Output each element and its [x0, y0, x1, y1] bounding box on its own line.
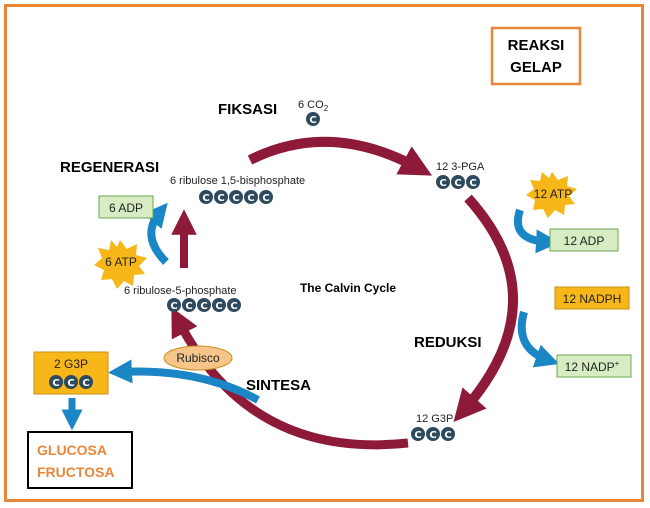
r5p-label: 6 ribulose-5-phosphate — [124, 285, 237, 297]
svg-text:C: C — [82, 378, 89, 389]
atp-12-burst: 12 ATP — [526, 172, 577, 218]
adp-12-box — [549, 228, 619, 252]
g3p-export-arrow — [108, 359, 260, 404]
adp-6-label: 6 ADP — [109, 201, 143, 215]
svg-text:C: C — [170, 301, 177, 312]
phase-fiksasi: FIKSASI — [218, 101, 277, 118]
svg-text:C: C — [439, 178, 446, 189]
svg-text:C: C — [232, 193, 239, 204]
pga-label: 12 3-PGA — [436, 161, 485, 173]
product-glucosa: GLUCOSA — [37, 442, 107, 458]
fixation-arrow — [247, 136, 433, 176]
svg-text:C: C — [454, 178, 461, 189]
co2-label: 6 CO2 — [298, 99, 329, 113]
g3p-bottom-carbon-chain: C C C — [411, 427, 455, 441]
phase-regenerasi: REGENERASI — [60, 159, 159, 176]
rubisco-label: Rubisco — [176, 351, 220, 365]
product-fructosa: FRUCTOSA — [37, 464, 115, 480]
phase-reduksi: REDUKSI — [414, 334, 482, 351]
rubp-carbon-chain: C C C C C — [199, 190, 273, 204]
co2-carbon: C — [306, 112, 320, 126]
svg-text:C: C — [215, 301, 222, 312]
title-box — [490, 26, 582, 86]
svg-text:C: C — [230, 301, 237, 312]
products-box — [27, 431, 133, 489]
nadph-12-box — [554, 286, 630, 310]
atp-6-burst: 6 ATP — [94, 240, 147, 289]
nadp-12-box — [556, 354, 632, 378]
svg-text:C: C — [52, 378, 59, 389]
svg-text:C: C — [309, 115, 316, 126]
atp-to-adp-arrow — [514, 208, 560, 254]
svg-text:C: C — [217, 193, 224, 204]
phase-sintesa: SINTESA — [246, 377, 311, 394]
nadph-12-label: 12 NADPH — [563, 292, 622, 306]
atp-6-label: 6 ATP — [105, 255, 137, 269]
g3p-out-carbon-chain: C C C — [49, 375, 93, 389]
rubp-label: 6 ribulose 1,5-bisphosphate — [170, 175, 305, 187]
svg-text:C: C — [202, 193, 209, 204]
r5p-carbon-chain: C C C C C — [167, 298, 241, 312]
g3p-out-label: 2 G3P — [54, 357, 88, 371]
svg-text:C: C — [414, 430, 421, 441]
nadph-to-nadp-arrow — [517, 310, 560, 368]
rubisco-enzyme — [163, 345, 233, 371]
svg-text:C: C — [429, 430, 436, 441]
adp-12-label: 12 ADP — [564, 234, 605, 248]
diagram-frame — [4, 4, 644, 502]
svg-text:C: C — [444, 430, 451, 441]
adp-6-box — [98, 195, 154, 219]
svg-text:C: C — [185, 301, 192, 312]
cycle-center-label: The Calvin Cycle — [300, 281, 396, 295]
svg-text:C: C — [469, 178, 476, 189]
svg-text:C: C — [67, 378, 74, 389]
nadp-12-label: 12 NADP+ — [565, 359, 620, 374]
svg-text:C: C — [247, 193, 254, 204]
atp-to-adp-small-arrow — [143, 202, 169, 265]
svg-text:C: C — [200, 301, 207, 312]
svg-text:C: C — [262, 193, 269, 204]
title-line-1: REAKSI — [508, 37, 565, 54]
title-line-2: GELAP — [510, 59, 562, 76]
g3p-bottom-label: 12 G3P — [416, 413, 453, 425]
reduction-arrow — [453, 194, 518, 423]
pga-carbon-chain: C C C — [436, 175, 480, 189]
atp-12-label: 12 ATP — [534, 187, 572, 201]
